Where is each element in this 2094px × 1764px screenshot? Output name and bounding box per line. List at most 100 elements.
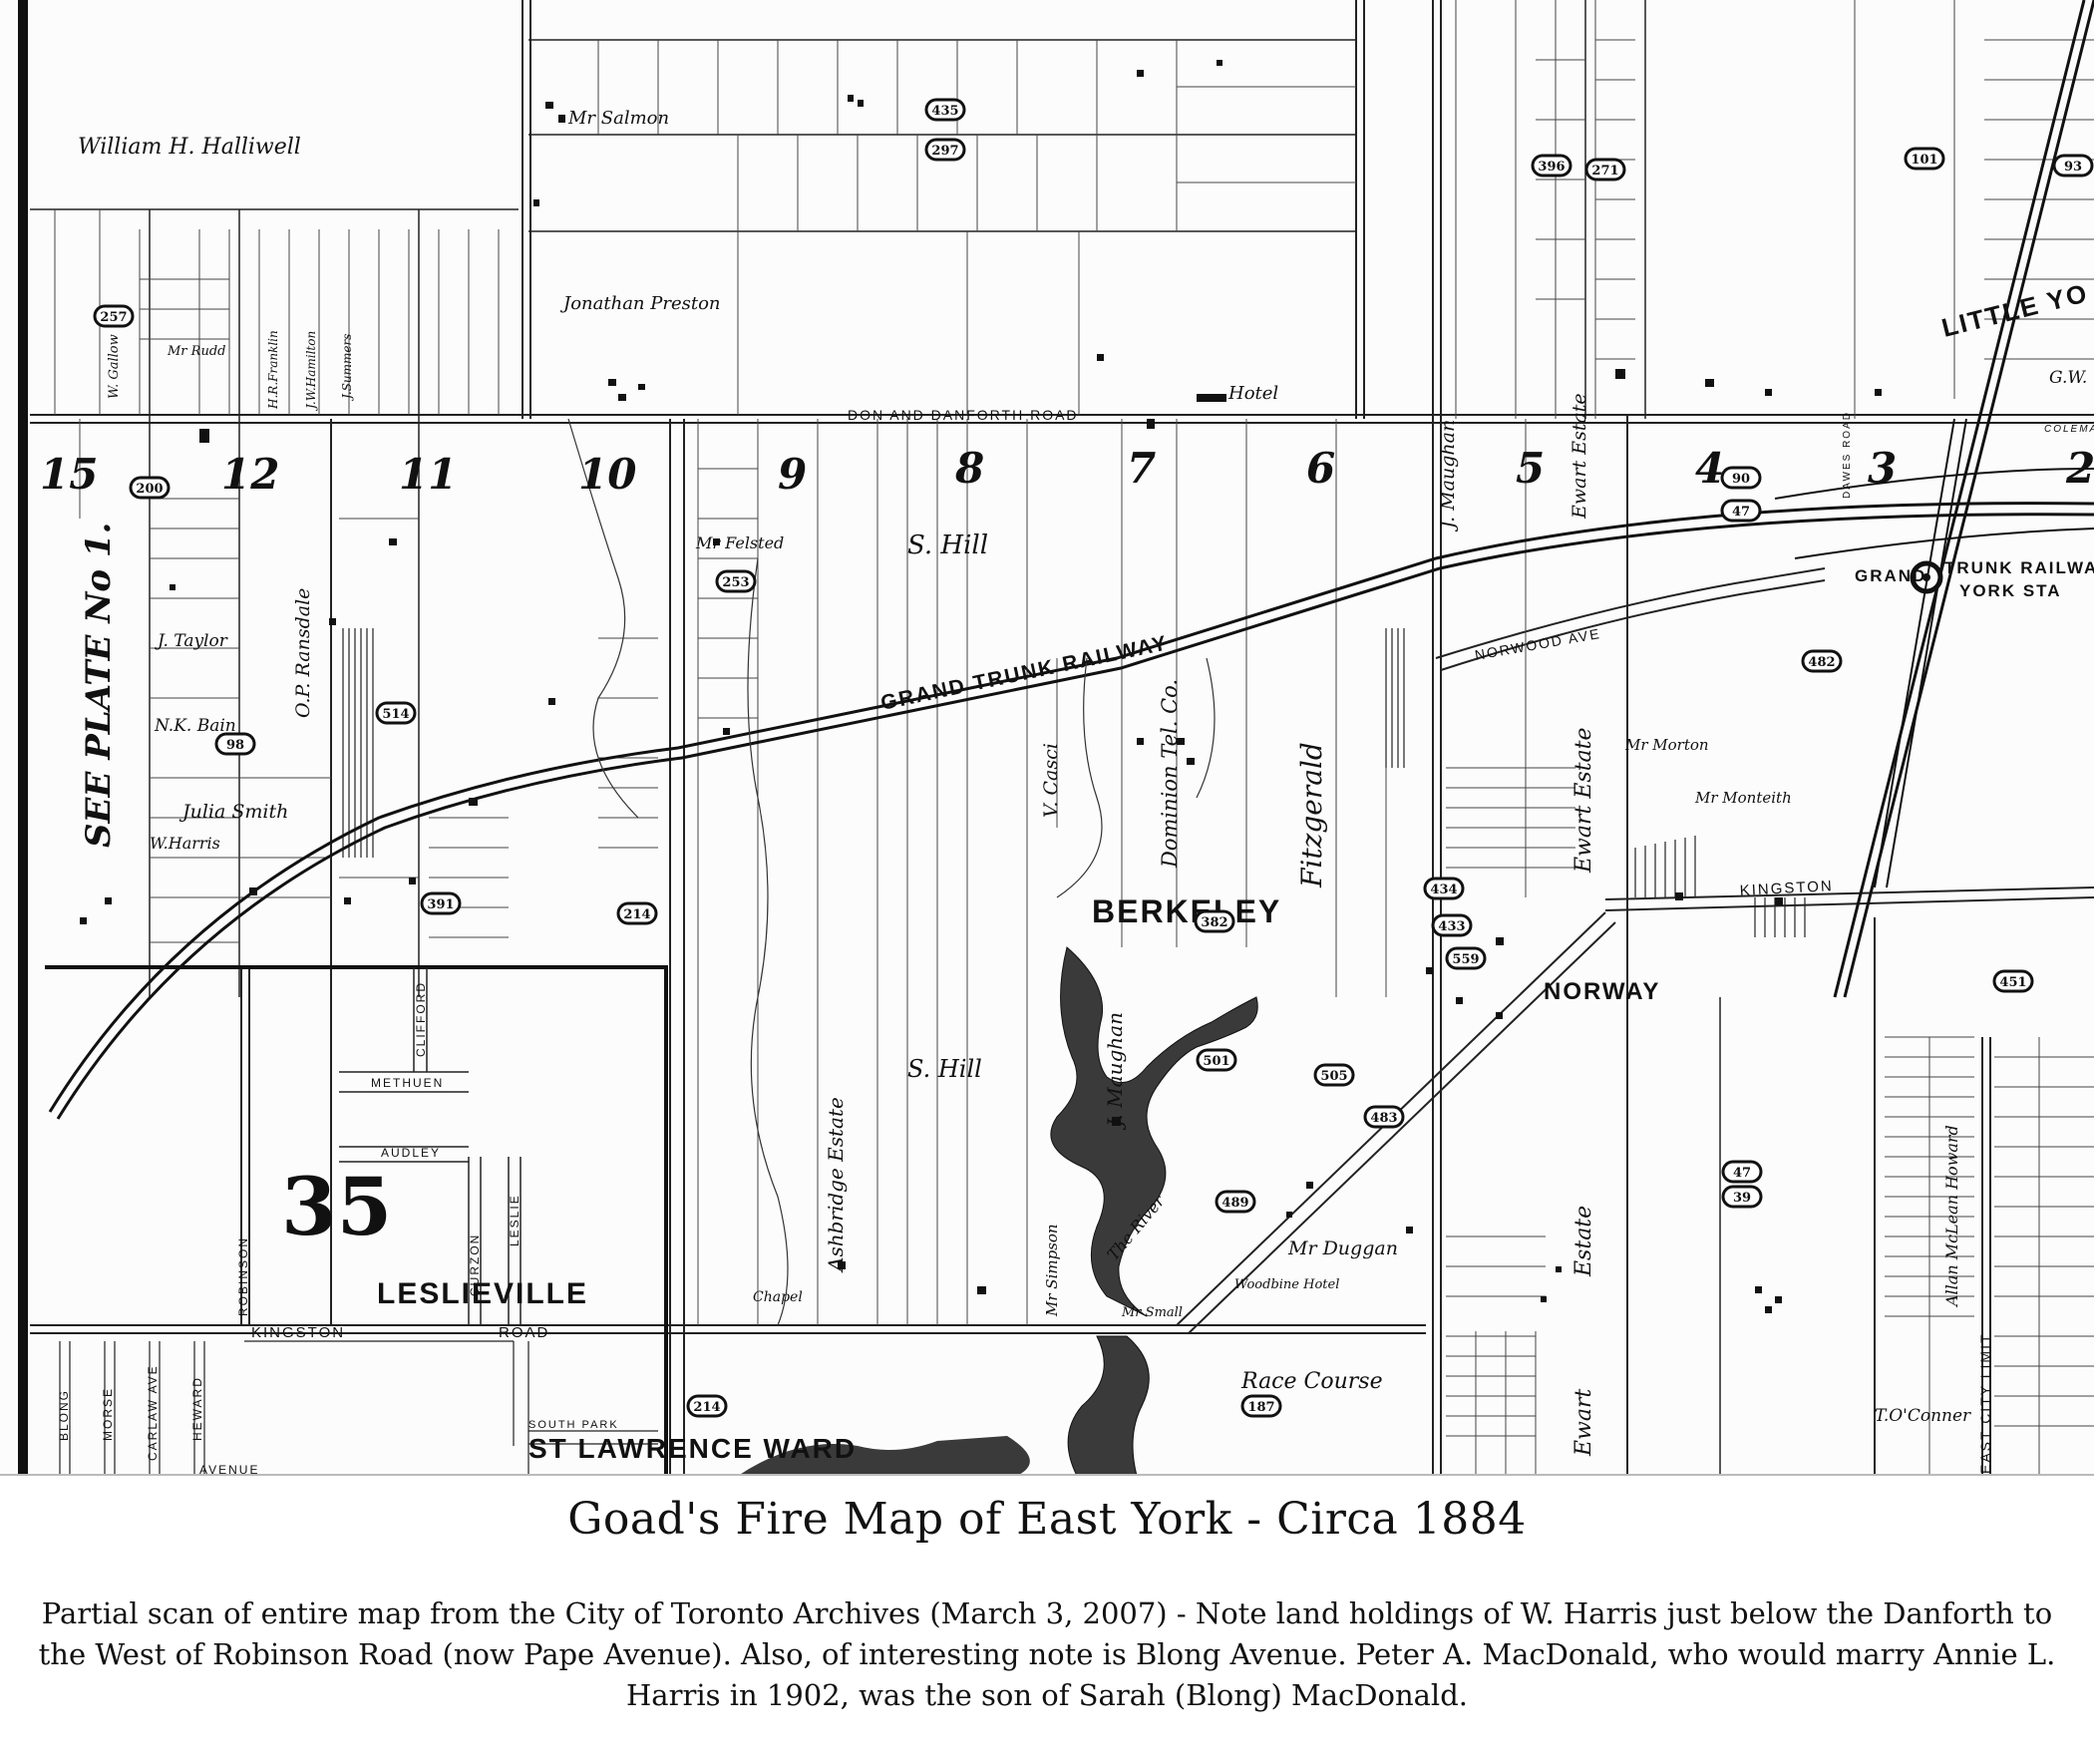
map-title: Goad's Fire Map of East York - Circa 188… — [567, 1494, 1527, 1545]
badge-514: 514 — [375, 701, 417, 725]
svg-text:253: 253 — [722, 575, 749, 590]
creek — [1050, 946, 1258, 1317]
curzon-label: CURZON — [468, 1234, 482, 1296]
morse-label: MORSE — [101, 1387, 115, 1441]
badge-482: 482 — [1801, 649, 1843, 673]
svg-text:101: 101 — [1911, 153, 1937, 168]
hatched-blocks — [342, 628, 1806, 937]
badge-396: 396 — [1531, 154, 1572, 177]
owner-woodbine: Woodbine Hotel — [1234, 1277, 1339, 1292]
svg-text:271: 271 — [1591, 164, 1618, 178]
leslie-label: LESLIE — [508, 1194, 522, 1246]
svg-text:559: 559 — [1452, 952, 1479, 967]
badge-433: 433 — [1431, 913, 1473, 937]
avenue-label: AVENUE — [199, 1463, 259, 1476]
lot-lines — [54, 0, 2094, 1476]
owner-fitzgerald: Fitzgerald — [1295, 742, 1328, 888]
badge-47b: 47 — [1721, 1160, 1763, 1184]
owner-mcduggan: Mr Duggan — [1287, 1237, 1398, 1259]
city-limit-label: EAST CITY LIMIT — [1977, 1332, 1993, 1474]
svg-text:90: 90 — [1732, 472, 1750, 487]
owner-gw: G.W. — [2049, 368, 2087, 388]
owner-shill-2: S. Hill — [907, 1055, 982, 1083]
owner-ewart-1: Ewart Estate — [1569, 393, 1590, 520]
badge-39: 39 — [1721, 1185, 1763, 1209]
owner-shill-1: S. Hill — [907, 530, 988, 560]
owner-hotel: Hotel — [1227, 383, 1278, 404]
badge-101: 101 — [1904, 147, 1945, 171]
svg-text:47: 47 — [1732, 505, 1750, 520]
owner-simpson: Mr Simpson — [1043, 1224, 1061, 1317]
station-label-3: YORK STA — [1959, 581, 2062, 600]
block-3: 3 — [1868, 444, 1897, 493]
owner-maughan-2: J. Maughan — [1103, 1012, 1127, 1131]
badge-47a: 47 — [1720, 499, 1762, 523]
lot-badges: 257 200 514 391 214 253 98 297 435 396 2… — [93, 98, 2094, 1418]
lake-shore — [738, 1436, 1030, 1476]
dawes-road-label: DAWES ROAD — [1842, 411, 1853, 499]
owner-preston: Jonathan Preston — [559, 293, 721, 314]
owner-wharris: W.Harris — [150, 834, 220, 853]
svg-text:93: 93 — [2064, 160, 2082, 175]
owner-chapel: Chapel — [753, 1289, 803, 1305]
svg-text:39: 39 — [1733, 1191, 1751, 1206]
svg-text:297: 297 — [931, 144, 958, 159]
block-10: 10 — [578, 450, 636, 499]
block-4: 4 — [1695, 444, 1724, 493]
leslieville-label: LESLIEVILLE — [377, 1277, 588, 1310]
badge-505: 505 — [1313, 1063, 1355, 1087]
owner-maughan-1: J. Maughan — [1437, 420, 1459, 532]
block-12: 12 — [221, 450, 279, 499]
owner-race-course: Race Course — [1240, 1369, 1383, 1394]
badge-187: 187 — [1240, 1394, 1282, 1418]
owner-allan-howard: Allan McLean Howard — [1942, 1125, 1961, 1308]
svg-text:47: 47 — [1733, 1166, 1751, 1181]
owner-ewart-3: Estate — [1571, 1206, 1596, 1277]
svg-text:200: 200 — [136, 482, 163, 497]
south-park-label: SOUTH PARK — [528, 1419, 619, 1431]
badge-214a: 214 — [616, 901, 658, 925]
block-9: 9 — [778, 450, 807, 499]
clifford-label: CLIFFORD — [414, 981, 428, 1057]
badge-90: 90 — [1720, 466, 1762, 490]
owner-halliwell: William H. Halliwell — [78, 135, 301, 160]
owner-hamilton: J.W.Hamilton — [304, 331, 318, 412]
owner-morton: Mr Morton — [1624, 736, 1709, 754]
owner-salmon: Mr Salmon — [567, 108, 669, 129]
berkeley-label: BERKELEY — [1092, 893, 1281, 929]
station-marker — [1910, 560, 1943, 594]
owner-ashbridge: Ashbridge Estate — [824, 1097, 848, 1273]
owner-bain: N.K. Bain — [154, 716, 236, 736]
owner-dominion: Dominion Tel. Co. — [1158, 679, 1182, 869]
badge-483: 483 — [1363, 1105, 1405, 1129]
norway-label: NORWAY — [1544, 978, 1660, 1005]
owner-small: Mr Small — [1121, 1305, 1183, 1320]
badge-451: 451 — [1992, 969, 2034, 993]
block-6: 6 — [1306, 444, 1335, 493]
badge-559: 559 — [1445, 946, 1487, 970]
owner-oconner: T.O'Conner — [1875, 1406, 1971, 1426]
svg-text:505: 505 — [1320, 1069, 1347, 1084]
svg-text:257: 257 — [100, 310, 127, 325]
grand-trunk-railway — [48, 0, 2094, 1120]
owner-julia-smith: Julia Smith — [178, 801, 288, 823]
svg-text:483: 483 — [1370, 1111, 1397, 1126]
map-frame: 15 12 11 10 9 8 7 6 5 4 3 2 35 LESLIEVIL… — [0, 0, 2094, 1476]
owner-ewart-2: Ewart Estate — [1571, 727, 1596, 874]
map-canvas: 15 12 11 10 9 8 7 6 5 4 3 2 35 LESLIEVIL… — [0, 0, 2094, 1476]
block-7: 7 — [1127, 444, 1156, 493]
station-label-1: GRAND — [1855, 566, 1926, 585]
badge-200: 200 — [129, 476, 171, 500]
svg-text:489: 489 — [1222, 1196, 1248, 1211]
station-label-2: TRUNK RAILWA — [1944, 558, 2094, 577]
audley-label: AUDLEY — [381, 1146, 441, 1160]
see-plate-label: SEE PLATE No 1. — [79, 523, 119, 848]
svg-text:433: 433 — [1438, 919, 1465, 934]
kingston-road-label-east: KINGSTON — [1739, 878, 1834, 899]
badge-489: 489 — [1215, 1190, 1256, 1214]
block-15: 15 — [40, 450, 98, 499]
owner-rudd: Mr Rudd — [167, 344, 225, 359]
kingston-road-label-west: KINGSTON — [251, 1324, 345, 1341]
svg-text:451: 451 — [1999, 975, 2026, 990]
owner-coleman: COLEMAN CORN — [2044, 424, 2094, 435]
